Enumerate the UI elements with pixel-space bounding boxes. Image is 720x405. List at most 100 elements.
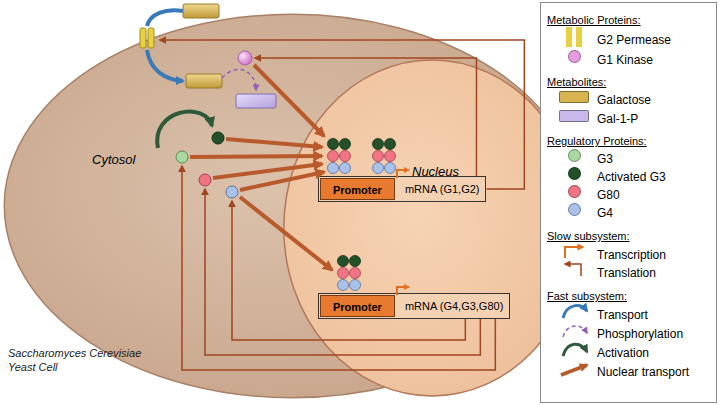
bound-protein <box>385 139 396 150</box>
activation-arrow <box>157 112 212 148</box>
legend-row: G4 <box>541 202 717 218</box>
legend-swatch <box>568 185 581 198</box>
nuclear-membrane <box>284 60 580 396</box>
region-label: Nucleus <box>412 164 459 179</box>
cell-membrane <box>4 14 579 397</box>
transport-arrow <box>147 50 183 81</box>
bound-protein <box>328 139 339 150</box>
activated-g3 <box>212 132 224 144</box>
promoter-box: Promoter <box>320 178 395 200</box>
nuclear-transport-arrow <box>226 139 322 147</box>
legend-swatch <box>566 27 582 47</box>
legend-row: Activation <box>541 342 717 358</box>
bound-protein <box>340 139 351 150</box>
g1-kinase <box>238 51 252 65</box>
legend-swatch <box>568 149 581 162</box>
legend-row: G1 Kinase <box>541 49 717 65</box>
legend-swatch <box>559 91 589 103</box>
activation-icon <box>563 344 587 356</box>
legend-row: G80 <box>541 184 717 200</box>
bound-protein <box>338 280 349 291</box>
legend-text: G3 <box>597 152 613 166</box>
legend-row: Activated G3 <box>541 166 717 182</box>
nucleus-outline <box>282 58 582 398</box>
phosphorylation-arrow <box>222 69 256 90</box>
translation-arrow <box>205 189 480 355</box>
legend-row: Nuclear transport <box>541 361 717 377</box>
permease-bar <box>140 28 146 48</box>
bound-protein <box>385 163 396 174</box>
cell-name: Saccharomyces Cerevisiae Yeast Cell <box>8 346 158 374</box>
legend-text: Phosphorylation <box>597 327 683 341</box>
legend-row: Phosphorylation <box>541 323 717 339</box>
transcription-icon <box>565 247 583 258</box>
phosphorylation-icon <box>563 326 587 337</box>
bound-protein <box>338 256 349 267</box>
nuclear-transport-arrow <box>240 172 324 190</box>
g3-protein <box>176 151 188 163</box>
legend-row: Transport <box>541 304 717 320</box>
legend-row: Transcription <box>541 244 717 260</box>
bound-protein <box>340 151 351 162</box>
bound-protein <box>373 151 384 162</box>
translation-arrow <box>182 166 495 370</box>
legend-text: Transcription <box>597 248 666 262</box>
protein-clusters <box>328 139 396 291</box>
legend-text: G2 Permease <box>597 33 671 47</box>
promoter-label: Promoter <box>333 184 382 196</box>
mrna-label: mRNA (G4,G3,G80) <box>405 300 503 312</box>
legend-heading-row: Metabolites: <box>541 71 717 87</box>
legend-row: G2 Permease <box>541 29 717 45</box>
bound-protein <box>340 163 351 174</box>
legend-text: G1 Kinase <box>597 53 653 67</box>
legend-text: G4 <box>597 206 613 220</box>
translation-arrow <box>160 40 524 189</box>
promoter-box: Promoter <box>320 295 395 317</box>
bound-protein <box>350 280 361 291</box>
translation-arrow <box>232 201 465 340</box>
bound-protein <box>350 268 361 279</box>
translation-lines <box>160 40 524 370</box>
legend-row: Galactose <box>541 89 717 105</box>
translation-arrow <box>255 58 476 176</box>
gal-1-p <box>236 94 276 108</box>
legend-heading-row: Fast subsystem: <box>541 285 717 301</box>
legend-box: Metabolic Proteins: Metabolites: Regulator… <box>540 2 717 403</box>
region-label: Cytosol <box>92 152 135 167</box>
translation-icon <box>565 264 581 276</box>
bound-protein <box>328 151 339 162</box>
legend-swatch <box>559 110 589 122</box>
gene-box: mRNA (G4,G3,G80) Promoter <box>318 293 510 319</box>
legend-heading-row: Regulatory Proteins: <box>541 130 717 146</box>
nucleus-ellipse: NucleusmRNA (G1,G2)Promoter mRNA (G4,G3,G… <box>282 58 582 398</box>
galactose-cytosol <box>186 74 222 88</box>
bound-protein <box>385 151 396 162</box>
nuclear-transport-arrow <box>240 197 332 270</box>
nuclear-transport-arrow <box>190 156 322 157</box>
transport-arrow <box>147 10 183 26</box>
legend-text: Activated G3 <box>597 170 666 184</box>
transcription-arrow <box>397 287 409 295</box>
transport-icon <box>563 306 587 318</box>
legend-text: Gal-1-P <box>597 112 638 126</box>
transcription-arrow <box>397 170 409 178</box>
legend-swatch <box>568 50 581 63</box>
legend-heading-row: Slow subsystem: <box>541 225 717 241</box>
legend-text: Galactose <box>597 93 651 107</box>
legend-text: Nuclear transport <box>597 365 689 379</box>
bound-protein <box>350 256 361 267</box>
nuclear-transport-arrow <box>254 65 324 136</box>
legend-heading: Fast subsystem: <box>547 290 627 302</box>
legend-heading: Regulatory Proteins: <box>547 135 647 147</box>
permease-bar <box>148 28 154 48</box>
bound-protein <box>373 139 384 150</box>
legend-row: Gal-1-P <box>541 108 717 124</box>
bound-protein <box>328 163 339 174</box>
legend-text: Translation <box>597 266 656 280</box>
galactose-outside <box>183 4 219 18</box>
legend-text: G80 <box>597 188 620 202</box>
legend-heading: Metabolic Proteins: <box>547 14 641 26</box>
nuclear-transport-icon <box>561 365 587 375</box>
gene-box: mRNA (G1,G2)Promoter <box>318 176 486 202</box>
